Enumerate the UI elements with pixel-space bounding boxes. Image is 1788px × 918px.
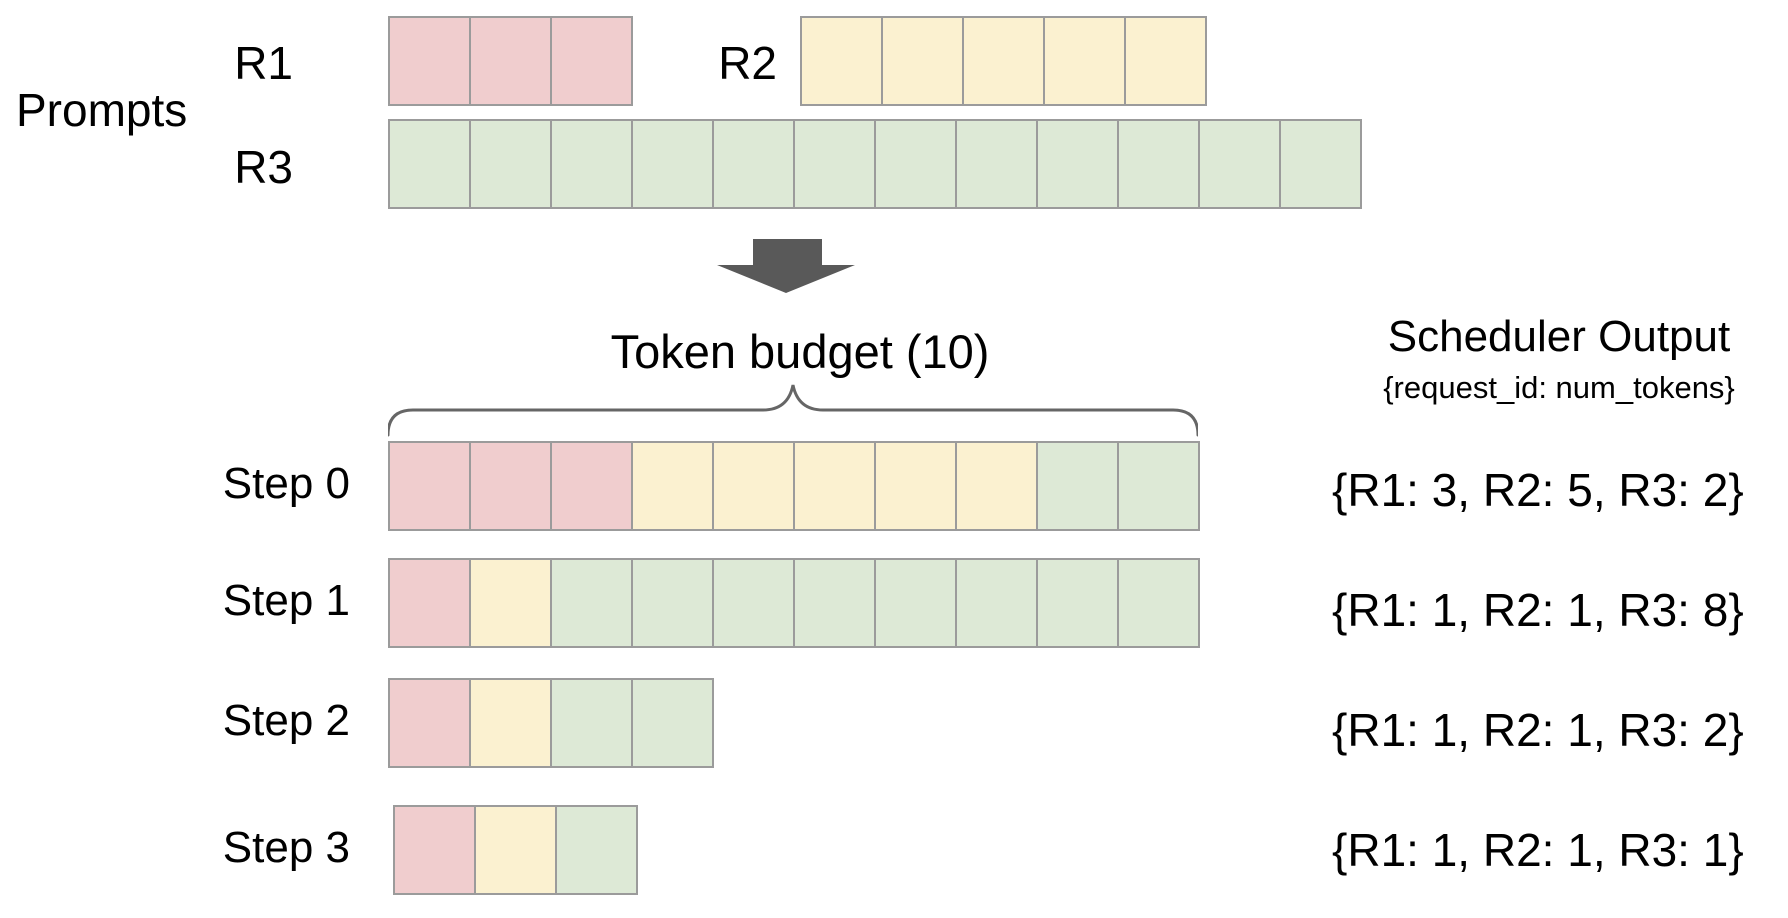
r3-token-cell	[631, 119, 714, 209]
step0-row	[388, 441, 1200, 531]
r3-token-cell	[388, 119, 471, 209]
r3-token-cell	[469, 119, 552, 209]
r1-token-cell	[388, 678, 471, 768]
scheduler-output-subtitle: {request_id: num_tokens}	[1383, 370, 1735, 405]
r3-token-cell	[631, 678, 714, 768]
r2-prompt-row	[800, 16, 1207, 106]
step0-output: {R1: 3, R2: 5, R3: 2}	[1332, 464, 1744, 516]
r1-token-cell	[388, 16, 471, 106]
r1-label: R1	[234, 37, 293, 89]
r3-token-cell	[874, 558, 957, 648]
step3-row	[393, 805, 638, 895]
step2-label: Step 2	[222, 696, 350, 745]
r1-token-cell	[388, 558, 471, 648]
r1-token-cell	[469, 441, 552, 531]
step1-label: Step 1	[222, 576, 350, 625]
r3-token-cell	[1279, 119, 1362, 209]
r3-token-cell	[1036, 558, 1119, 648]
step1-row	[388, 558, 1200, 648]
r2-token-cell	[474, 805, 557, 895]
r3-token-cell	[550, 678, 633, 768]
r3-token-cell	[1117, 441, 1200, 531]
r1-token-cell	[550, 16, 633, 106]
r2-token-cell	[962, 16, 1045, 106]
scheduler-output-title: Scheduler Output	[1387, 312, 1731, 361]
r3-token-cell	[1117, 119, 1200, 209]
r3-token-cell	[555, 805, 638, 895]
r2-token-cell	[712, 441, 795, 531]
step3-label: Step 3	[222, 823, 350, 872]
step1-output: {R1: 1, R2: 1, R3: 8}	[1332, 584, 1744, 636]
r2-token-cell	[1043, 16, 1126, 106]
r2-token-cell	[874, 441, 957, 531]
r3-token-cell	[1117, 558, 1200, 648]
r2-token-cell	[1124, 16, 1207, 106]
r3-token-cell	[631, 558, 714, 648]
r3-token-cell	[1036, 119, 1119, 209]
token-budget-brace	[388, 384, 1198, 437]
r3-label: R3	[234, 141, 293, 193]
r2-token-cell	[793, 441, 876, 531]
r1-token-cell	[393, 805, 476, 895]
r3-prompt-row	[388, 119, 1362, 209]
r1-token-cell	[388, 441, 471, 531]
r2-token-cell	[881, 16, 964, 106]
r3-token-cell	[955, 119, 1038, 209]
r3-token-cell	[712, 558, 795, 648]
r2-label: R2	[718, 37, 777, 89]
r3-token-cell	[955, 558, 1038, 648]
r2-token-cell	[800, 16, 883, 106]
r2-token-cell	[469, 558, 552, 648]
r3-token-cell	[550, 558, 633, 648]
r3-token-cell	[874, 119, 957, 209]
r1-token-cell	[550, 441, 633, 531]
step2-row	[388, 678, 714, 768]
r3-token-cell	[793, 558, 876, 648]
r2-token-cell	[631, 441, 714, 531]
r2-token-cell	[469, 678, 552, 768]
r3-token-cell	[1198, 119, 1281, 209]
prompts-label: Prompts	[16, 84, 188, 136]
step2-output: {R1: 1, R2: 1, R3: 2}	[1332, 704, 1744, 756]
token-budget-title: Token budget (10)	[610, 325, 990, 378]
step0-label: Step 0	[222, 459, 350, 508]
r1-prompt-row	[388, 16, 633, 106]
r3-token-cell	[793, 119, 876, 209]
r3-token-cell	[550, 119, 633, 209]
r3-token-cell	[1036, 441, 1119, 531]
r2-token-cell	[955, 441, 1038, 531]
down-arrow-icon	[717, 239, 855, 293]
step3-output: {R1: 1, R2: 1, R3: 1}	[1332, 824, 1744, 876]
r1-token-cell	[469, 16, 552, 106]
r3-token-cell	[712, 119, 795, 209]
